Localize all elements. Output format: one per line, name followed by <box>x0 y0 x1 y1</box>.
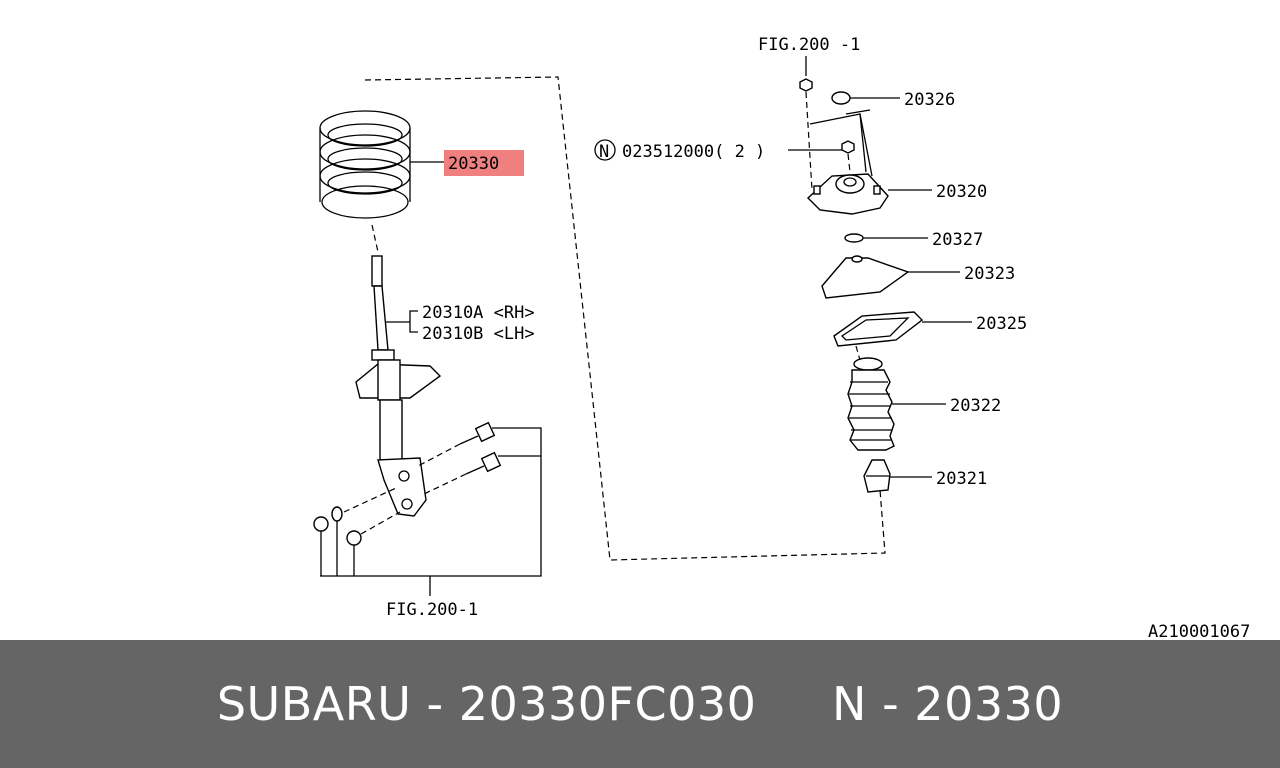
label-upper-seat: 20323 <box>964 264 1015 284</box>
label-nut-part-number: 023512000( 2 ) <box>622 142 765 162</box>
assembly-connector-dashed <box>364 76 886 561</box>
label-mount: 20320 <box>936 182 987 202</box>
label-dust-boot: 20322 <box>950 396 1001 416</box>
label-bump-stop: 20321 <box>936 469 987 489</box>
n-mark-circle <box>594 139 616 161</box>
cap-drawing <box>831 91 900 105</box>
label-strut-lh: 20310B <LH> <box>422 324 535 344</box>
top-nut-drawing <box>799 78 813 92</box>
coil-spring-drawing <box>319 110 411 219</box>
strut-drawing <box>355 255 442 517</box>
label-rubber-seat: 20325 <box>976 314 1027 334</box>
mount-nut-drawing <box>841 140 855 154</box>
diagram-code: A210001067 <box>1148 622 1250 640</box>
exploded-parts-diagram: 20330 20310A <RH> 20310B <LH> FIG.200-1 … <box>313 35 1250 640</box>
label-washer: 20327 <box>932 230 983 250</box>
part-number-text: SUBARU - 20330FC030 N - 20330 <box>216 677 1064 731</box>
bracket-bolts-drawing <box>313 421 502 546</box>
highlight-box <box>444 150 524 176</box>
label-fig-top: FIG.200 -1 <box>758 35 860 55</box>
upper-seat-drawing <box>821 255 910 299</box>
label-fig-bottom: FIG.200-1 <box>386 600 478 620</box>
part-number-banner: SUBARU - 20330FC030 N - 20330 <box>0 640 1280 768</box>
bump-stop-drawing <box>863 459 891 493</box>
label-spring: 20330 <box>448 154 499 174</box>
label-cap: 20326 <box>904 90 955 110</box>
rubber-seat-drawing <box>833 311 924 347</box>
label-n-prefix: N <box>599 142 609 162</box>
top-mount-drawing <box>806 173 889 215</box>
washer-drawing <box>844 233 864 243</box>
dust-boot-drawing <box>847 357 895 451</box>
label-strut-rh: 20310A <RH> <box>422 303 535 323</box>
